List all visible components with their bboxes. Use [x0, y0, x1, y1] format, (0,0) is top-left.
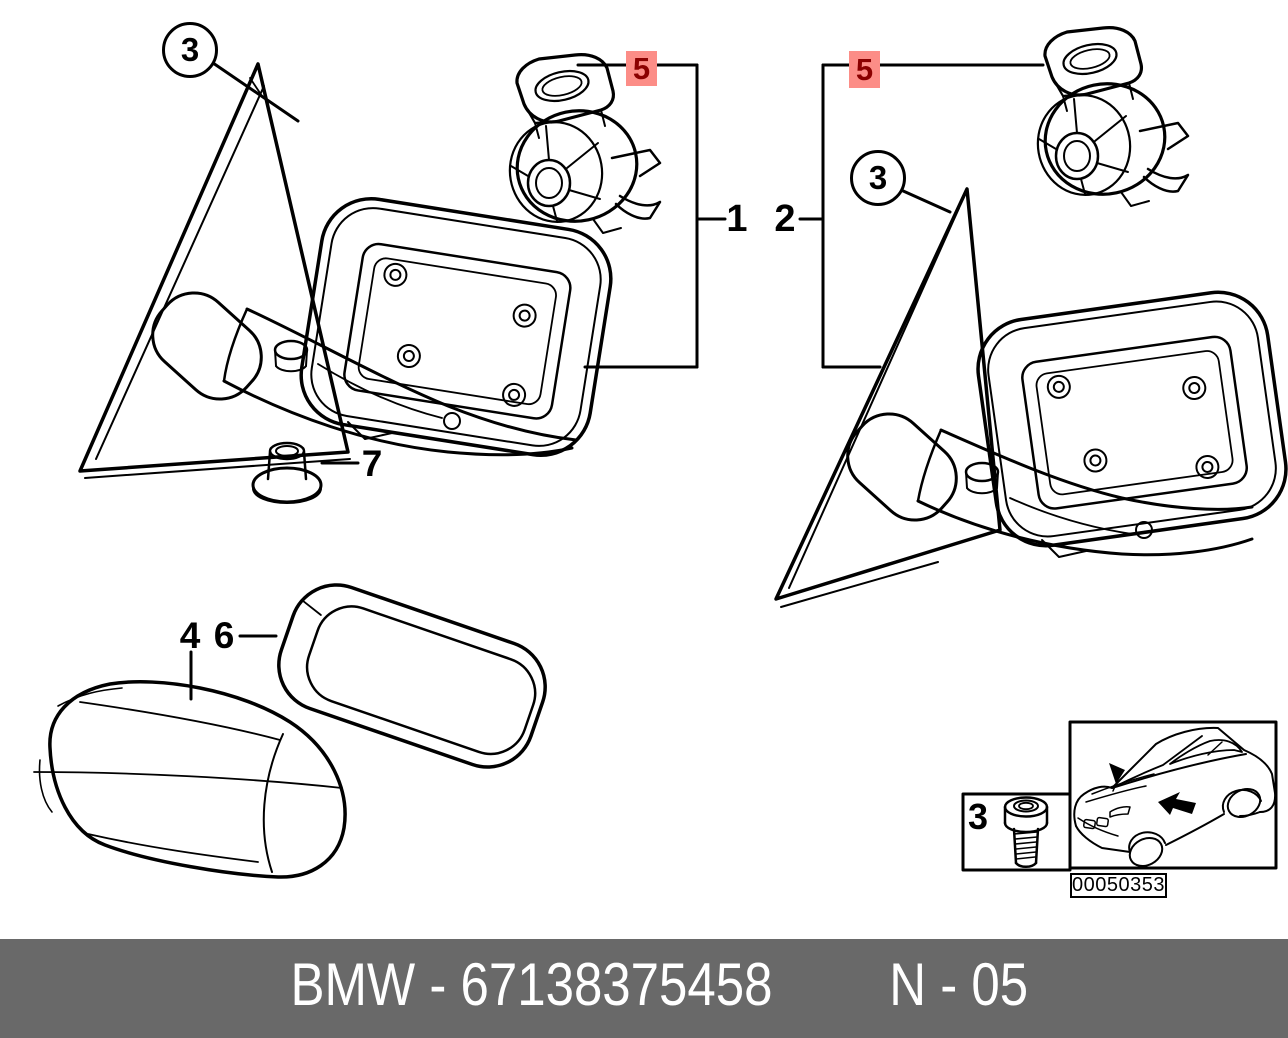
- right-actuator-bracket: [1028, 26, 1190, 208]
- right-mirror-foot: [846, 412, 1254, 558]
- door-mirror-arrow: [1158, 792, 1196, 815]
- catalog-code-text: N - 05: [889, 951, 1028, 1018]
- car-locator-box: [1068, 720, 1278, 870]
- callout-6[interactable]: 6: [213, 615, 235, 656]
- callout-5-left-highlighted[interactable]: 5: [626, 51, 657, 86]
- diagram-line-art: [33, 26, 1288, 879]
- callout-lines: [189, 61, 1045, 701]
- callout-2[interactable]: 2: [774, 198, 796, 240]
- left-mirror-assembly: [78, 62, 620, 479]
- mirror-glass: [277, 583, 547, 769]
- right-mirror-assembly: [774, 187, 1288, 608]
- mirror-location-arrow: [1109, 763, 1125, 784]
- callout-4[interactable]: 4: [179, 615, 201, 656]
- image-code-box: 00050353: [1070, 873, 1167, 898]
- left-mirror-base-triangle: [78, 62, 351, 479]
- image-code-text: 00050353: [1072, 874, 1165, 896]
- left-mirror-foot: [151, 291, 578, 457]
- right-mirror-base-triangle: [774, 187, 1002, 608]
- callout-5-right-highlighted[interactable]: 5: [849, 51, 880, 88]
- callout-3-right[interactable]: 3: [850, 150, 906, 206]
- part-number-text: BMW - 67138375458: [290, 951, 773, 1018]
- footer-bar: BMW - 67138375458 N - 05: [0, 939, 1288, 1038]
- callout-7[interactable]: 7: [361, 443, 383, 484]
- info-block: [961, 720, 1278, 872]
- callout-3-left[interactable]: 3: [162, 22, 218, 78]
- mirror-cap: [33, 680, 347, 879]
- callout-1[interactable]: 1: [726, 198, 748, 240]
- callout-3-screw[interactable]: 3: [968, 796, 989, 837]
- car-icon: [1073, 726, 1277, 867]
- grommet-part: [251, 441, 323, 504]
- screw-icon: [1003, 796, 1049, 868]
- right-mirror-housing: [969, 284, 1288, 554]
